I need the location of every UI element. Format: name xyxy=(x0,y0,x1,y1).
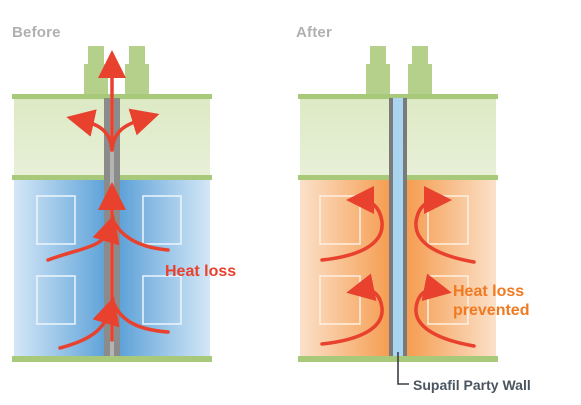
warm-room-right xyxy=(404,178,496,358)
before-panel xyxy=(12,46,212,362)
before-title: Before xyxy=(12,24,61,41)
prevented-arrows xyxy=(320,186,476,348)
ground-line xyxy=(12,356,212,362)
chimney-right-icon xyxy=(125,46,149,96)
cold-room-right xyxy=(118,178,210,358)
heat-loss-label: Heat loss xyxy=(165,263,237,280)
after-panel xyxy=(298,46,498,385)
heat-loss-arrows xyxy=(46,50,170,350)
after-title: After xyxy=(296,24,333,41)
chimney-left-icon xyxy=(84,46,108,96)
chimney-left-icon xyxy=(366,46,390,96)
window-icon xyxy=(36,195,182,325)
party-wall-label: Supafil Party Wall xyxy=(413,377,531,393)
heat-loss-prevented-label: Heat loss prevented xyxy=(453,283,530,319)
roof-line xyxy=(298,94,498,99)
chimney-right-icon xyxy=(408,46,432,96)
cold-room-left xyxy=(14,178,108,358)
warm-room-left xyxy=(300,178,394,358)
party-wall-leader xyxy=(397,352,409,385)
